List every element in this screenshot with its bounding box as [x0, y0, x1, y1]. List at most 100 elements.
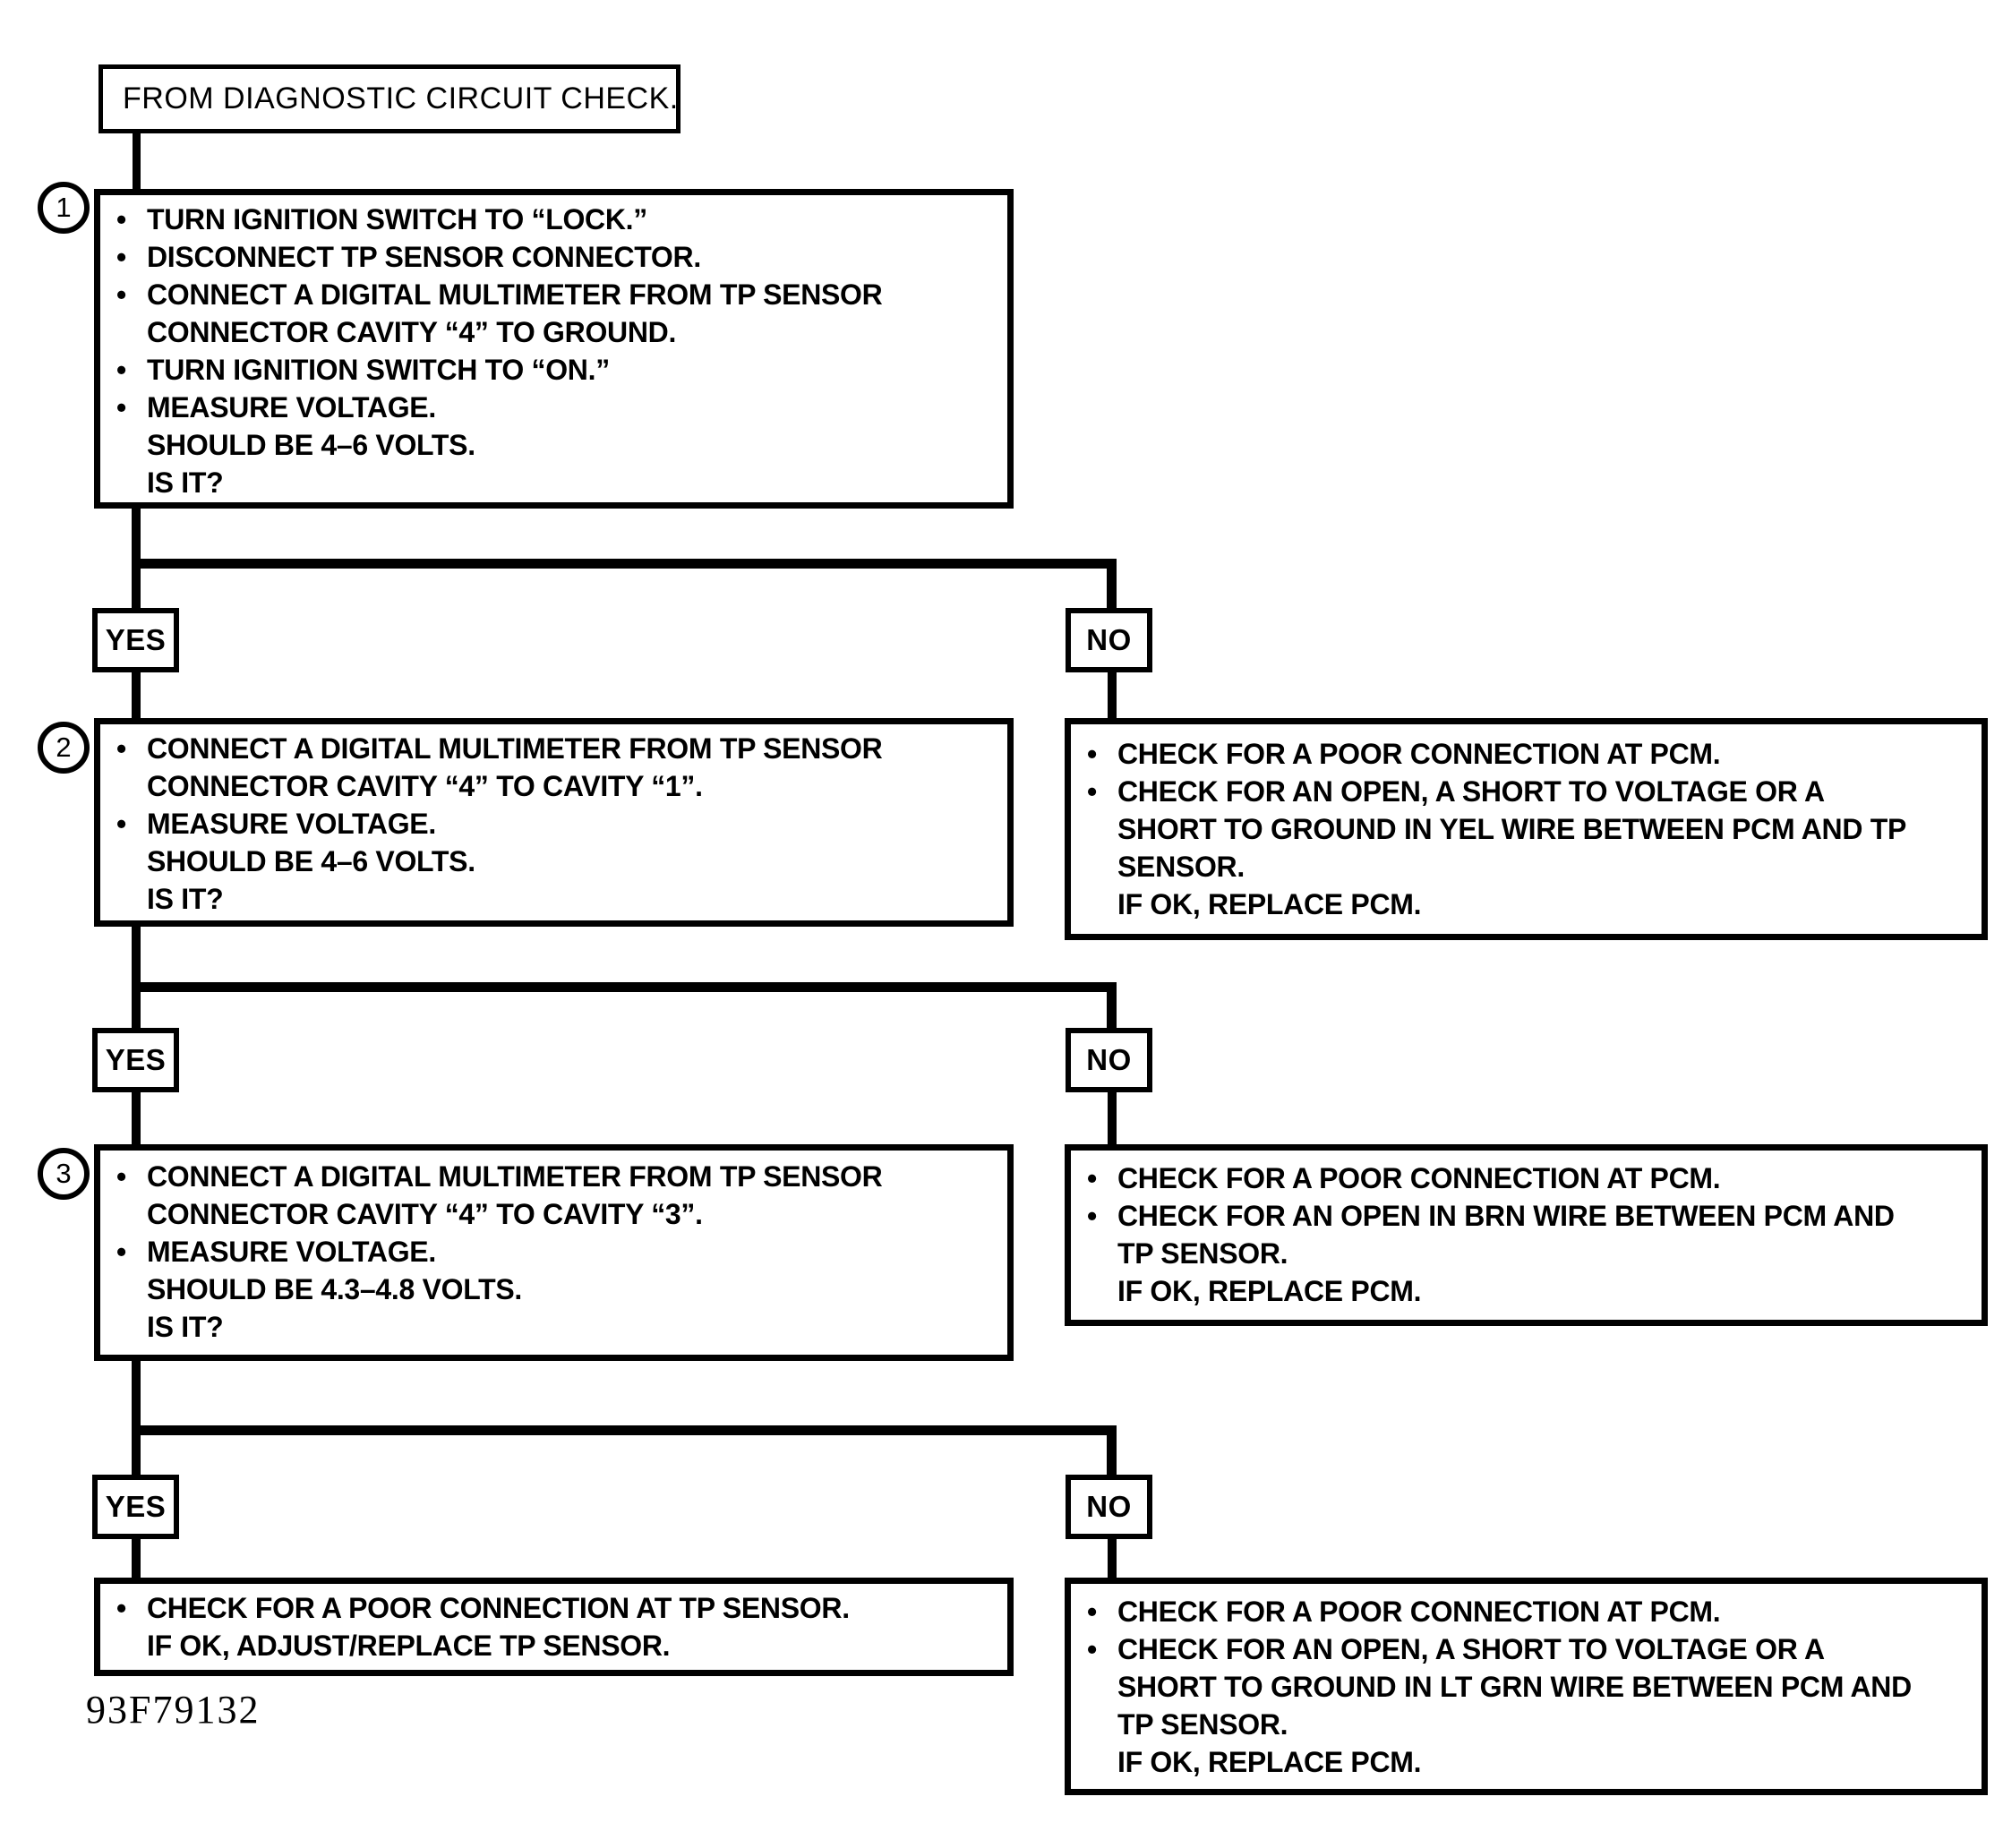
text-line: IS IT? — [116, 464, 1000, 501]
bullet-marker: • — [1087, 1596, 1097, 1628]
bullet-spacer — [116, 1308, 147, 1346]
outcome-no-3-box: • CHECK FOR A POOR CONNECTION AT PCM. • CHE… — [1065, 1578, 1988, 1795]
text-line: IF OK, REPLACE PCM. — [1087, 1743, 1974, 1781]
outcome-no-2-content: •CHECK FOR A POOR CONNECTION AT PCM.•CHE… — [1071, 1151, 1982, 1313]
bullet-spacer — [116, 880, 147, 918]
text-line: SHOULD BE 4–6 VOLTS. — [116, 843, 1000, 880]
branch-1-no-box: NO — [1066, 608, 1152, 672]
figure-id: 93F79132 — [86, 1688, 261, 1732]
connector-no2-to-outcome2 — [1108, 1091, 1117, 1146]
line-text: TP SENSOR. — [1117, 1708, 1288, 1741]
line-text: CONNECTOR CAVITY “4” TO CAVITY “1”. — [147, 770, 703, 802]
line-text: MEASURE VOLTAGE. — [147, 1236, 436, 1268]
outcome-yes-3-content: • CHECK FOR A POOR CONNECTION AT TP SENSO… — [100, 1584, 1007, 1668]
bullet-spacer — [116, 426, 147, 464]
text-line: SHORT TO GROUND IN YEL WIRE BETWEEN PCM … — [1087, 810, 1974, 848]
connector-yes2-to-step3 — [132, 1091, 141, 1146]
line-text: IS IT? — [147, 883, 224, 915]
branch-1-yes-box: YES — [92, 608, 179, 672]
start-box: FROM DIAGNOSTIC CIRCUIT CHECK. — [98, 64, 681, 133]
branch-1-no-drop — [1107, 565, 1117, 611]
bullet-marker: • — [116, 278, 126, 311]
start-box-label: FROM DIAGNOSTIC CIRCUIT CHECK. — [123, 81, 679, 116]
connector-yes3-to-outcome3 — [132, 1537, 141, 1579]
bullet-marker: • — [1087, 738, 1097, 770]
line-text: IF OK, REPLACE PCM. — [1117, 1275, 1422, 1307]
bullet-marker: • — [116, 1592, 126, 1624]
text-line: CONNECTOR CAVITY “4” TO GROUND. — [116, 313, 1000, 351]
connector-yes1-to-step2 — [132, 671, 141, 720]
outcome-no-2-box: •CHECK FOR A POOR CONNECTION AT PCM.•CHE… — [1065, 1144, 1988, 1326]
text-line: • CHECK FOR AN OPEN, A SHORT TO VOLTAGE O… — [1087, 1630, 1974, 1668]
bullet-spacer — [116, 767, 147, 805]
line-text: TP SENSOR. — [1117, 1237, 1288, 1270]
bullet-spacer — [1087, 1235, 1117, 1272]
branch-2-yes-label: YES — [105, 1043, 167, 1076]
line-text: CHECK FOR A POOR CONNECTION AT TP SENSOR… — [147, 1592, 850, 1624]
bullet-spacer — [116, 464, 147, 501]
text-line: SHOULD BE 4.3–4.8 VOLTS. — [116, 1270, 1000, 1308]
step-2-content: •CONNECT A DIGITAL MULTIMETER FROM TP SE… — [100, 724, 1007, 921]
step-1-number-circle: 1 — [38, 182, 90, 234]
bullet-marker: • — [1087, 775, 1097, 808]
branch-3-yes-drop — [132, 1432, 141, 1476]
text-line: • CHECK FOR A POOR CONNECTION AT TP SENSO… — [116, 1589, 1000, 1627]
text-line: •CONNECT A DIGITAL MULTIMETER FROM TP SE… — [116, 730, 1000, 767]
bullet-spacer — [1087, 1272, 1117, 1310]
line-text: MEASURE VOLTAGE. — [147, 808, 436, 840]
branch-1-no-label: NO — [1086, 623, 1132, 656]
line-text: SHOULD BE 4.3–4.8 VOLTS. — [147, 1273, 522, 1305]
text-line: IF OK, REPLACE PCM. — [1087, 886, 1974, 923]
text-line: •MEASURE VOLTAGE. — [116, 1233, 1000, 1270]
connector-no1-to-outcome1 — [1108, 671, 1117, 720]
bullet-spacer — [1087, 848, 1117, 886]
branch-2-stem — [132, 925, 141, 984]
text-line: TP SENSOR. — [1087, 1706, 1974, 1743]
text-line: SHORT TO GROUND IN LT GRN WIRE BETWEEN P… — [1087, 1668, 1974, 1706]
line-text: CONNECTOR CAVITY “4” TO GROUND. — [147, 316, 677, 348]
bullet-marker: • — [116, 1160, 126, 1193]
text-line: IS IT? — [116, 1308, 1000, 1346]
line-text: CHECK FOR AN OPEN IN BRN WIRE BETWEEN PC… — [1117, 1200, 1895, 1232]
step-3-content: •CONNECT A DIGITAL MULTIMETER FROM TP SE… — [100, 1151, 1007, 1349]
step-2-number: 2 — [56, 732, 72, 763]
text-line: CONNECTOR CAVITY “4” TO CAVITY “3”. — [116, 1195, 1000, 1233]
line-text: CHECK FOR A POOR CONNECTION AT PCM. — [1117, 1596, 1721, 1628]
line-text: IF OK, REPLACE PCM. — [1117, 1746, 1422, 1778]
text-line: •CHECK FOR A POOR CONNECTION AT PCM. — [1087, 735, 1974, 773]
branch-3-no-drop — [1107, 1432, 1117, 1476]
connector-no3-to-outcome4 — [1108, 1537, 1117, 1579]
branch-2-yes-box: YES — [92, 1028, 179, 1092]
text-line: • CHECK FOR A POOR CONNECTION AT PCM. — [1087, 1593, 1974, 1630]
text-line: •CONNECT A DIGITAL MULTIMETER FROM TP SE… — [116, 1158, 1000, 1195]
step-2-number-circle: 2 — [38, 722, 90, 774]
line-text: MEASURE VOLTAGE. — [147, 391, 436, 424]
text-line: •MEASURE VOLTAGE. — [116, 805, 1000, 843]
bullet-spacer — [116, 313, 147, 351]
line-text: CHECK FOR A POOR CONNECTION AT PCM. — [1117, 1162, 1721, 1194]
line-text: SHOULD BE 4–6 VOLTS. — [147, 845, 475, 877]
bullet-spacer — [116, 1270, 147, 1308]
text-line: •TURN IGNITION SWITCH TO “ON.” — [116, 351, 1000, 389]
text-line: CONNECTOR CAVITY “4” TO CAVITY “1”. — [116, 767, 1000, 805]
step-1-box: •TURN IGNITION SWITCH TO “LOCK.”•DISCONN… — [94, 189, 1014, 509]
step-2-box: •CONNECT A DIGITAL MULTIMETER FROM TP SE… — [94, 718, 1014, 927]
line-text: SENSOR. — [1117, 851, 1245, 883]
branch-2-horizontal-line — [132, 982, 1117, 992]
bullet-marker: • — [1087, 1633, 1097, 1665]
outcome-no-3-content: • CHECK FOR A POOR CONNECTION AT PCM. • CHE… — [1071, 1584, 1982, 1784]
bullet-marker: • — [116, 354, 126, 386]
line-text: DISCONNECT TP SENSOR CONNECTOR. — [147, 241, 701, 273]
line-text: CHECK FOR AN OPEN, A SHORT TO VOLTAGE OR… — [1117, 1633, 1825, 1665]
line-text: IS IT? — [147, 466, 224, 499]
text-line: TP SENSOR. — [1087, 1235, 1974, 1272]
text-line: SHOULD BE 4–6 VOLTS. — [116, 426, 1000, 464]
branch-3-horizontal-line — [132, 1425, 1117, 1435]
branch-3-no-label: NO — [1086, 1490, 1132, 1523]
bullet-spacer — [1087, 1743, 1117, 1781]
text-line: •DISCONNECT TP SENSOR CONNECTOR. — [116, 238, 1000, 276]
line-text: SHOULD BE 4–6 VOLTS. — [147, 429, 475, 461]
step-3-box: •CONNECT A DIGITAL MULTIMETER FROM TP SE… — [94, 1144, 1014, 1361]
branch-3-no-box: NO — [1066, 1475, 1152, 1539]
bullet-marker: • — [116, 203, 126, 235]
